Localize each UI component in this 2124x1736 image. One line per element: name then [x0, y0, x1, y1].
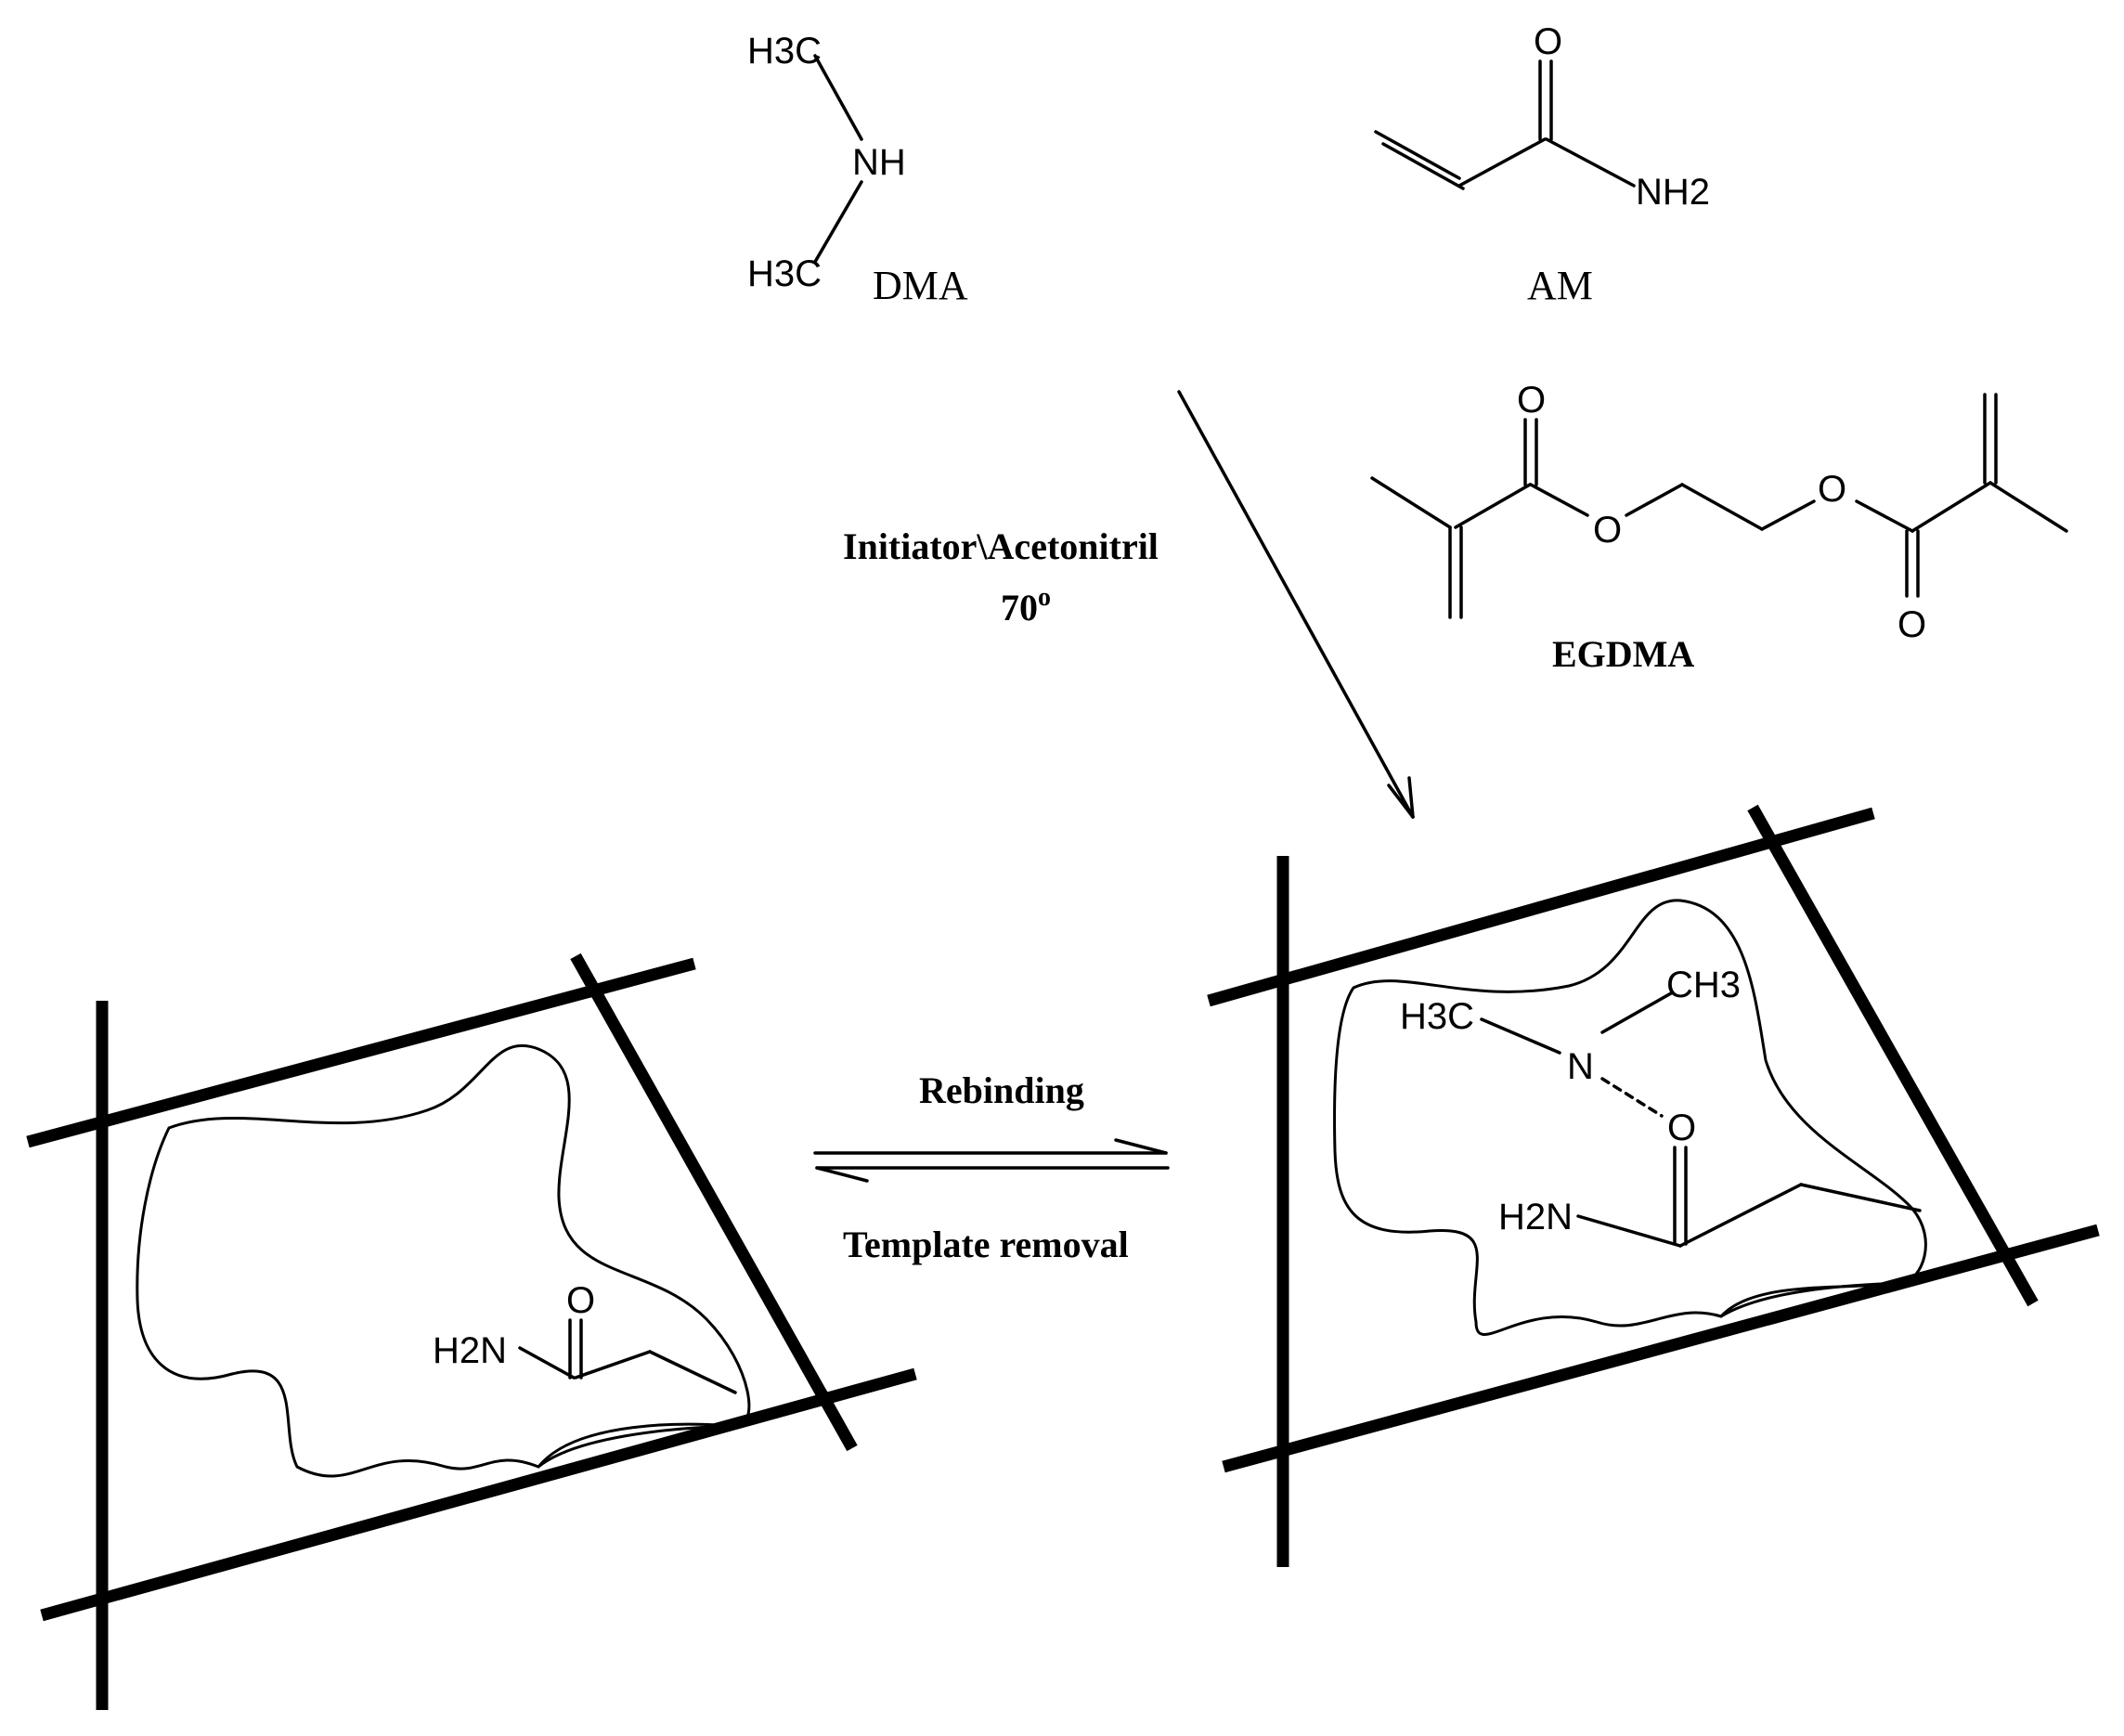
- polymerization-arrow-head-left: [1387, 784, 1415, 819]
- am-vinyl-bond-1: [1374, 130, 1461, 180]
- polymer-network-right: H3C CH3 N O H2N: [1207, 804, 2100, 1567]
- right-template-bond-left: [1480, 1017, 1561, 1055]
- egdma-bond: [1910, 481, 1992, 533]
- egdma-carbonyl-o-left-label: O: [1517, 380, 1546, 421]
- polymerization-arrow-shaft: [1177, 390, 1415, 819]
- egdma-bond: [1760, 499, 1816, 531]
- egdma-molecule: O O O O EGDMA: [1370, 380, 2068, 675]
- cavity-wall-arc: [1720, 1281, 1904, 1318]
- polymer-network-left: O H2N: [26, 952, 917, 1710]
- crosslink-bar: [1747, 804, 2039, 1307]
- left-amide-bond: [518, 1346, 576, 1380]
- right-oxygen-label: O: [1667, 1108, 1696, 1148]
- egdma-bond: [1529, 483, 1589, 517]
- cavity-wall-arc: [537, 1424, 734, 1469]
- removal-arrow-barb: [815, 1166, 869, 1183]
- left-chain-bond-2: [648, 1350, 737, 1394]
- reaction-conditions: Initiator\Acetonitril 70o: [843, 525, 1159, 628]
- crosslink-bar: [26, 957, 696, 1148]
- dma-bond-upper: [813, 54, 863, 141]
- egdma-ester-o-left-label: O: [1593, 510, 1622, 551]
- egdma-bond: [1625, 483, 1684, 517]
- egdma-bond: [1370, 476, 1452, 529]
- right-template-bond-right: [1600, 991, 1673, 1034]
- right-nh2-label: H2N: [1498, 1197, 1573, 1237]
- egdma-carbonyl-o-right-label: O: [1897, 604, 1926, 645]
- crosslink-bar: [1222, 1224, 2100, 1473]
- crosslink-bar: [570, 952, 858, 1452]
- am-nh2-label: NH2: [1636, 172, 1710, 213]
- egdma-name: EGDMA: [1552, 633, 1694, 675]
- conditions-temperature: 70o: [1001, 583, 1051, 628]
- am-molecule: O NH2 AM: [1374, 21, 1710, 308]
- right-chain-bond-1: [1678, 1183, 1803, 1248]
- rebinding-label: Rebinding: [919, 1069, 1084, 1111]
- egdma-ester-o-right-label: O: [1818, 469, 1846, 510]
- am-vinyl-bond-2: [1381, 142, 1465, 190]
- imprinted-cavity: [136, 1043, 751, 1478]
- am-chain-bond: [1457, 137, 1547, 188]
- polymerization-arrow: [1177, 390, 1415, 819]
- egdma-bond: [1988, 481, 2068, 533]
- am-oxygen-label: O: [1534, 21, 1562, 62]
- right-n-label: N: [1567, 1046, 1594, 1087]
- dma-top-methyl-label: H3C: [747, 31, 822, 71]
- template-removal-label: Template removal: [843, 1224, 1129, 1265]
- dma-name: DMA: [873, 263, 968, 308]
- crosslink-bar: [1207, 807, 1875, 1007]
- conditions-solvent: Initiator\Acetonitril: [843, 525, 1159, 567]
- dma-nh-label: NH: [852, 142, 906, 183]
- egdma-bond: [1855, 499, 1914, 533]
- right-h3c-label: H3C: [1400, 996, 1474, 1037]
- egdma-bond: [1454, 483, 1532, 529]
- dma-bond-lower: [813, 180, 863, 264]
- am-name: AM: [1527, 263, 1593, 308]
- am-amide-bond: [1545, 137, 1636, 188]
- right-chain-bond-2: [1799, 1183, 1922, 1212]
- rebinding-arrow-barb: [1114, 1138, 1168, 1155]
- egdma-bond: [1680, 483, 1764, 531]
- right-hydrogen-bond: [1600, 1077, 1664, 1118]
- crosslink-bar: [40, 1367, 917, 1622]
- left-oxygen-label: O: [566, 1280, 595, 1321]
- dma-molecule: H3C NH H3C DMA: [747, 31, 968, 308]
- polymerization-arrow-head-right: [1407, 776, 1415, 819]
- equilibrium-arrows: Rebinding Template removal: [813, 1069, 1170, 1265]
- left-nh2-label: H2N: [433, 1330, 507, 1371]
- right-amide-bond: [1576, 1214, 1682, 1248]
- dma-bottom-methyl-label: H3C: [747, 253, 822, 294]
- right-ch3-label: CH3: [1666, 965, 1741, 1005]
- left-chain-bond-1: [574, 1350, 652, 1380]
